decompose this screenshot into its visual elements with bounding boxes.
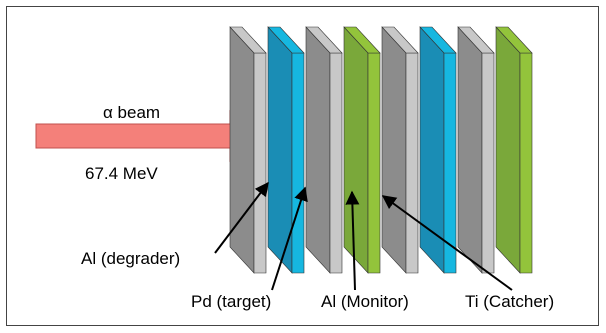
catcher-label: Ti (Catcher) <box>465 292 555 311</box>
foil-stack <box>229 26 533 274</box>
foil-edge <box>481 52 495 274</box>
degrader-pointer <box>214 181 269 254</box>
foil-top-edge <box>381 26 419 54</box>
target-label: Pd (target) <box>191 292 272 311</box>
foil-top-edge <box>419 26 457 54</box>
foil-6-pd <box>419 26 457 274</box>
foil-top-edge <box>343 26 381 54</box>
foil-edge <box>405 52 419 274</box>
foil-face <box>457 26 483 274</box>
foil-edge <box>253 52 267 274</box>
foil-8-ti <box>495 26 533 274</box>
foil-face <box>343 26 369 274</box>
beam-energy: 67.4 MeV <box>85 164 158 183</box>
foil-edge <box>443 52 457 274</box>
foil-edge <box>291 52 305 274</box>
foil-edge <box>519 52 533 274</box>
foil-1-al <box>229 26 267 274</box>
foil-top-edge <box>495 26 533 54</box>
foil-edge <box>367 52 381 274</box>
monitor-pointer <box>345 190 360 291</box>
degrader-label: Al (degrader) <box>81 249 181 268</box>
foil-5-al <box>381 26 419 274</box>
foil-top-edge <box>229 26 267 54</box>
foil-face <box>381 26 407 274</box>
foil-face <box>229 26 255 274</box>
foil-top-edge <box>267 26 305 54</box>
foil-face <box>419 26 445 274</box>
foil-4-ti <box>343 26 381 274</box>
foil-top-edge <box>457 26 495 54</box>
catcher-pointer <box>381 195 513 291</box>
foil-3-al <box>305 26 343 274</box>
foil-face <box>495 26 521 274</box>
foil-2-pd <box>267 26 305 274</box>
monitor-label: Al (Monitor) <box>321 292 409 311</box>
foil-face <box>305 26 331 274</box>
foil-7-al <box>457 26 495 274</box>
foil-edge <box>329 52 343 274</box>
label-pointers <box>214 181 513 291</box>
beam-label: α beam <box>103 103 161 122</box>
foil-top-edge <box>305 26 343 54</box>
target-pointer <box>271 186 308 291</box>
